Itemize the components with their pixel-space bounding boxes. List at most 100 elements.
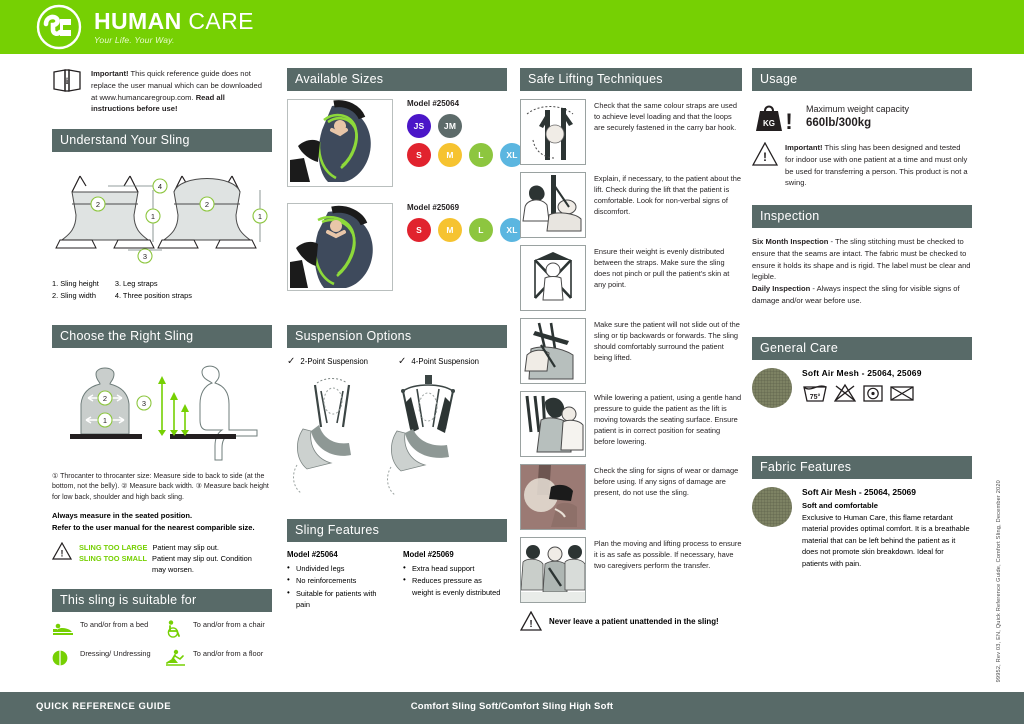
document-code: 99952, Rev 03, EN, Quick Reference Guide…: [996, 479, 1002, 682]
svg-text:KG: KG: [763, 119, 775, 128]
svg-text:2: 2: [103, 394, 107, 403]
warning-row: SLING TOO SMALL Patient may slip out. Co…: [79, 553, 265, 575]
sling-photo-25064: [287, 99, 393, 187]
general-care-row: Soft Air Mesh - 25064, 25069 75°: [752, 367, 972, 408]
legend-item: 1. Sling height: [52, 279, 99, 289]
lifting-step: Explain, if necessary, to the patient ab…: [520, 172, 742, 238]
svg-text:1: 1: [258, 212, 262, 221]
section-title-suspension: Suspension Options: [287, 325, 507, 348]
lifting-step: Make sure the patient will not slide out…: [520, 318, 742, 384]
svg-text:i: i: [66, 76, 69, 86]
bed-icon: [52, 620, 74, 640]
measure-note-line-2: Refer to the user manual for the nearest…: [52, 523, 255, 532]
even-weight-figure: [520, 245, 586, 311]
svg-text:!: !: [61, 549, 64, 559]
size-badge-l[interactable]: L: [469, 218, 493, 242]
suspension-option-label: 4-Point Suspension: [411, 357, 480, 366]
important-notice-lead: Important!: [91, 69, 129, 78]
sling-features-columns: Model #25064 Undivided legs No reinforce…: [287, 550, 507, 610]
size-badge-js[interactable]: JS: [407, 114, 431, 138]
lifting-step-text: Ensure their weight is evenly distribute…: [594, 247, 730, 290]
size-badge-s[interactable]: S: [407, 143, 431, 167]
inspection-text: - Always inspect the sling for visible s…: [752, 284, 960, 305]
svg-text:1: 1: [151, 212, 155, 221]
inspect-wear-figure: [520, 464, 586, 530]
lifting-step: While lowering a patient, using a gentle…: [520, 391, 742, 457]
model-label: Model #25069: [407, 203, 460, 212]
warning-key: SLING TOO LARGE: [79, 543, 148, 552]
suspension-option-4point: ✓ 4-Point Suspension: [398, 356, 479, 367]
feature-item: Extra head support: [403, 562, 503, 574]
usage-important-lead: Important!: [785, 143, 823, 152]
column-left: i Important! This quick reference guide …: [52, 68, 272, 669]
size-block-25069: Model #25069 S M L XL: [287, 203, 524, 291]
svg-text:!: !: [529, 619, 532, 630]
warning-triangle-icon: !: [52, 542, 72, 560]
choose-sling-instructions: ① Throcanter to throcanter size: Measure…: [52, 472, 269, 501]
legend-column-right: 3. Leg straps 4. Three position straps: [115, 278, 192, 302]
wheelchair-icon: [165, 620, 187, 640]
understand-sling-diagram: 1 1 2 2 3 4: [52, 160, 272, 272]
section-title-understand-sling: Understand Your Sling: [52, 129, 272, 153]
legend-item: 4. Three position straps: [114, 291, 192, 301]
size-badge-jm[interactable]: JM: [438, 114, 462, 138]
warning-row: SLING TOO LARGE Patient may slip out.: [79, 542, 265, 553]
lowering-patient-figure: [520, 391, 586, 457]
features-column-25069: Model #25069 Extra head support Reduces …: [403, 550, 503, 610]
usage-capacity: KG ! Maximum weight capacity 660lb/300kg: [752, 99, 972, 133]
size-badges-row-1: JS JM: [407, 114, 524, 138]
usage-important: ! Important! This sling has been designe…: [752, 142, 972, 189]
size-badges-row-2: S M L XL: [407, 143, 524, 167]
section-title-choose-sling: Choose the Right Sling: [52, 324, 272, 348]
inspection-lead: Six Month Inspection: [752, 237, 829, 247]
svg-text:3: 3: [143, 252, 147, 261]
brand-logo: HUMAN CARE Your Life. Your Way.: [36, 4, 254, 50]
capacity-label: Maximum weight capacity: [806, 104, 910, 115]
suspension-options: ✓ 2-Point Suspension ✓ 4-Point Suspensio…: [287, 356, 507, 367]
kg-weight-icon: KG !: [752, 99, 796, 133]
svg-text:4: 4: [158, 182, 162, 191]
model-label: Model #25064: [407, 99, 460, 108]
section-title-fabric-features: Fabric Features: [752, 455, 972, 479]
feature-item: Suitable for patients with pain: [287, 587, 387, 610]
svg-text:2: 2: [205, 200, 209, 209]
inspection-six-month: Six Month Inspection - The sling stitchi…: [752, 236, 972, 283]
features-model-label: Model #25069: [403, 550, 454, 560]
section-title-inspection: Inspection: [752, 205, 972, 229]
size-badge-s[interactable]: S: [407, 218, 431, 242]
section-title-safe-lifting: Safe Lifting Techniques: [520, 68, 742, 91]
size-info-25064: Model #25064 JS JM S M L XL: [407, 99, 524, 167]
warning-key: SLING TOO SMALL: [79, 554, 148, 564]
warning-triangle-icon: !: [752, 142, 778, 166]
suitable-for-grid: To and/or from a bed To and/or from a ch…: [52, 620, 272, 669]
footer-left-label: QUICK REFERENCE GUIDE: [36, 701, 172, 712]
suspension-option-2point: ✓ 2-Point Suspension: [287, 356, 368, 367]
human-care-logo-icon: [36, 4, 82, 50]
feature-item: Reduces pressure as weight is evenly dis…: [403, 574, 503, 597]
care-material-label: Soft Air Mesh - 25064, 25069: [802, 367, 922, 378]
manual-book-icon: i: [52, 68, 82, 94]
soft-air-mesh-swatch: [752, 486, 792, 527]
check-icon: ✓: [287, 356, 296, 367]
size-info-25069: Model #25069 S M L XL: [407, 203, 524, 242]
legend-column-left: 1. Sling height 2. Sling width: [52, 278, 99, 302]
brand-tagline: Your Life. Your Way.: [94, 34, 175, 45]
svg-text:3: 3: [142, 399, 146, 408]
capacity-value: 660lb/300kg: [806, 116, 872, 129]
footer-center-label: Comfort Sling Soft/Comfort Sling High So…: [410, 701, 614, 712]
inspection-daily: Daily Inspection - Always inspect the sl…: [752, 283, 972, 307]
dressing-icon: [52, 649, 74, 669]
size-badge-m[interactable]: M: [438, 143, 462, 167]
page-header: HUMAN CARE Your Life. Your Way.: [0, 0, 1024, 54]
choose-sling-warning: ! SLING TOO LARGE Patient may slip out. …: [52, 542, 272, 575]
lifting-step: Check the sling for signs of wear or dam…: [520, 464, 742, 530]
svg-text:2: 2: [96, 200, 100, 209]
size-badge-l[interactable]: L: [469, 143, 493, 167]
size-badge-m[interactable]: M: [438, 218, 462, 242]
features-model-label: Model #25064: [287, 550, 338, 560]
column-safe-lifting: Safe Lifting Techniques Check that the s…: [520, 68, 742, 631]
fabric-body-text: Exclusive to Human Care, this flame reta…: [802, 512, 970, 568]
no-slide-figure: [520, 318, 586, 384]
suitable-item-bed: To and/or from a bed: [52, 620, 159, 640]
